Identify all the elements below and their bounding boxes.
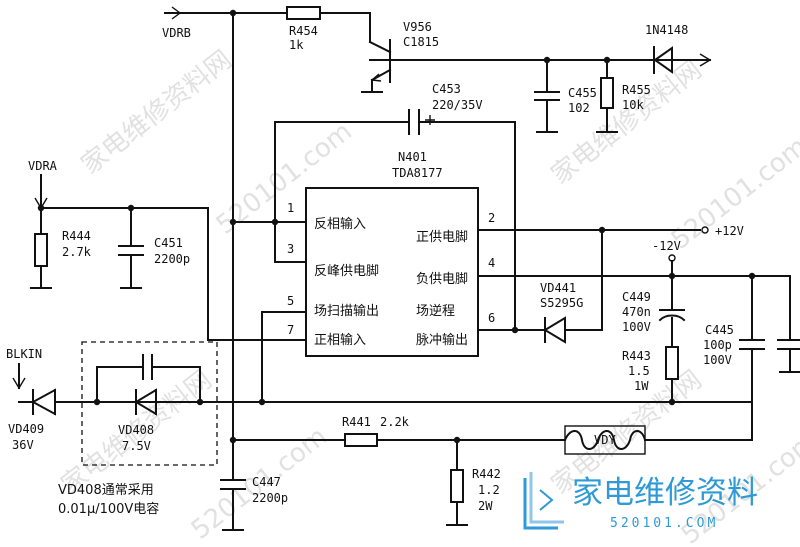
r455-resistor	[600, 77, 614, 109]
vd408-val: 7.5V	[122, 439, 151, 453]
vd408-dashed-box	[81, 341, 218, 466]
r444-ref: R444	[62, 229, 91, 243]
top-section: VDRB R454 1k V956 C1815 1N4148	[162, 6, 712, 133]
pin-number: 6	[488, 311, 495, 325]
c445-section: C445 100p 100V	[703, 275, 800, 441]
logo-url: 520101.COM	[610, 516, 718, 531]
r443-ref: R443	[622, 349, 651, 363]
c445-val2: 100V	[703, 353, 732, 367]
c449-ref: C449	[622, 290, 651, 304]
c445-ref: C445	[705, 323, 734, 337]
pin-label: 场逆程	[416, 303, 455, 319]
r442-ref: R442	[472, 467, 501, 481]
pin-label: 正供电脚	[416, 229, 468, 245]
plus12-terminal	[701, 226, 709, 234]
vd409-ref: VD409	[8, 422, 44, 436]
c449-val1: 470n	[622, 305, 651, 319]
junction-dot	[511, 326, 519, 334]
vdra-section: VDRA R444 2.7k C451 2200p	[28, 159, 209, 289]
vd441-val: S5295G	[540, 296, 583, 310]
c453-section: C453 220/35V	[274, 82, 516, 331]
c451-ref: C451	[154, 236, 183, 250]
v956-val: C1815	[403, 35, 439, 49]
vd409-val: 36V	[12, 438, 34, 452]
pin-number: 3	[287, 242, 294, 256]
r444-val: 2.7k	[62, 245, 92, 259]
c445-val1: 100p	[703, 338, 732, 352]
pin-label: 场扫描输出	[314, 303, 379, 319]
ic-ref: N401	[398, 150, 427, 164]
v956-ref: V956	[403, 20, 432, 34]
c447-val: 2200p	[252, 491, 288, 505]
pin-number: 2	[488, 211, 495, 225]
note-line1: VD408通常采用	[58, 483, 154, 498]
r441-resistor	[344, 433, 378, 447]
supply-section: +12V -12V	[652, 224, 744, 277]
pin-number: 1	[287, 201, 294, 215]
vd441-section: VD441 S5295G	[529, 229, 603, 344]
bottom-section: R441 2.2k VDY R442 1.2 2W C447 2200p	[220, 415, 753, 531]
blkin-section: BLKIN VD409 36V VD408 7.5V VD408通常采用 0.0…	[6, 341, 753, 517]
ic-n401: N401 TDA8177 1 反相输入 3 反峰供电脚 5 场扫描输出 7 正相…	[207, 150, 791, 403]
watermark-text: 家电维修资料网	[546, 55, 708, 191]
junction-dot	[271, 218, 279, 226]
vdy-label: VDY	[594, 433, 616, 447]
r442-val1: 1.2	[478, 483, 500, 497]
r444-resistor	[34, 233, 48, 267]
c447-ref: C447	[252, 475, 281, 489]
c449-val2: 100V	[622, 320, 651, 334]
logo-text: 家电维修资料	[572, 475, 758, 511]
logo-mark-icon	[539, 489, 554, 511]
vdrb-label: VDRB	[162, 26, 191, 40]
r442-val2: 2W	[478, 499, 493, 513]
pin-label: 负供电脚	[416, 271, 468, 287]
r441-ref: R441	[342, 415, 371, 429]
r443-val1: 1.5	[628, 364, 650, 378]
d1n4148-label: 1N4148	[645, 23, 688, 37]
r455-val: 10k	[622, 98, 644, 112]
site-logo: 家电维修资料 520101.COM	[523, 472, 758, 531]
minus12-label: -12V	[652, 239, 681, 253]
pin-number: 7	[287, 323, 294, 337]
pin-number: 5	[287, 294, 294, 308]
pin-label: 正相输入	[314, 332, 366, 348]
vd441-ref: VD441	[540, 281, 576, 295]
r454-val: 1k	[289, 38, 304, 52]
c451-val: 2200p	[154, 252, 190, 266]
plus12-label: +12V	[715, 224, 744, 238]
c453-val: 220/35V	[432, 98, 483, 112]
pin-label: 反相输入	[314, 216, 366, 232]
note-line2: 0.01μ/100V电容	[58, 501, 159, 517]
vd408-ref: VD408	[118, 423, 154, 437]
vd441-diode	[543, 316, 566, 344]
junction-dot	[258, 398, 266, 406]
blkin-label: BLKIN	[6, 347, 42, 361]
vdra-label: VDRA	[28, 159, 58, 173]
c455-ref: C455	[568, 86, 597, 100]
c455-val: 102	[568, 101, 590, 115]
ic-part: TDA8177	[392, 166, 443, 180]
r454-resistor	[286, 6, 321, 20]
watermark-text: 家电维修资料网	[76, 45, 238, 181]
r454-ref: R454	[289, 24, 318, 38]
r455-ref: R455	[622, 83, 651, 97]
ic-body	[305, 187, 479, 357]
pin-label: 脉冲输出	[416, 332, 468, 348]
r442-resistor	[450, 469, 464, 503]
c453-ref: C453	[432, 82, 461, 96]
r443-val2: 1W	[634, 379, 649, 393]
r441-val: 2.2k	[380, 415, 410, 429]
pin-number: 4	[488, 256, 495, 270]
pin-label: 反峰供电脚	[314, 263, 379, 279]
vd409-diode	[30, 388, 56, 416]
c449-r443-section: C449 470n 100V R443 1.5 1W	[622, 275, 686, 406]
